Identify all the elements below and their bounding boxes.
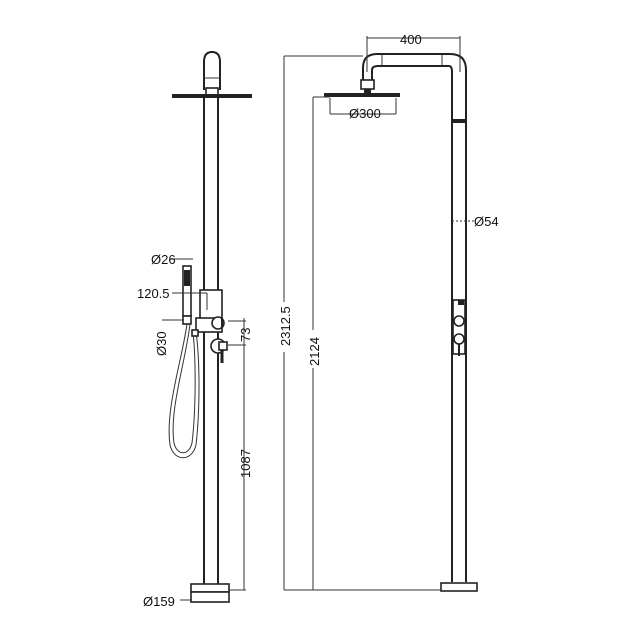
front-view: 400 Ø300 Ø54 2312.5 2124 xyxy=(276,32,499,592)
dim-base-diameter: Ø159 xyxy=(143,594,175,609)
dim-valve-spacing: 73 xyxy=(238,328,253,342)
dim-head-height: 2124 xyxy=(307,337,322,366)
dim-arm-length: 400 xyxy=(400,32,422,47)
dim-overall-height: 2312.5 xyxy=(278,306,293,346)
dim-valve-height: 1087 xyxy=(238,449,253,478)
dim-handshower-diameter: Ø26 xyxy=(151,252,176,267)
rain-head-side xyxy=(172,94,252,98)
dim-handshower-offset: 120.5 xyxy=(137,286,170,301)
dim-holder-diameter: Ø30 xyxy=(154,331,169,356)
dim-column-diameter: Ø54 xyxy=(474,214,499,229)
rain-head-front xyxy=(324,93,400,97)
dim-head-diameter: Ø300 xyxy=(349,106,381,121)
side-view: Ø26 120.5 Ø30 73 1087 Ø159 xyxy=(137,50,253,609)
